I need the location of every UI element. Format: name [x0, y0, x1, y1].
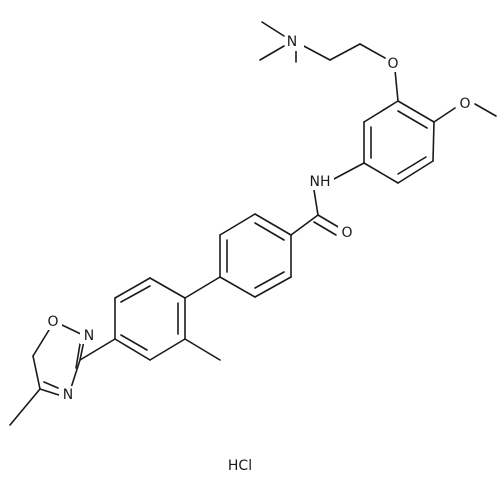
atom-ether-o: O [387, 56, 398, 72]
atom-labels: N O O NH O O N N [44, 34, 474, 403]
atom-oxadiazole-n-bottom: N [63, 387, 73, 403]
atom-oxadiazole-o: O [47, 314, 58, 330]
bond-network [9, 21, 497, 426]
atom-oxadiazole-n-top: N [84, 328, 94, 344]
atom-methoxy-o: O [459, 96, 470, 112]
atom-carbonyl-o: O [341, 225, 352, 241]
atom-amide-nh: NH [310, 174, 331, 190]
salt-label: HCl [228, 458, 252, 474]
atom-amine-n: N [287, 34, 297, 50]
